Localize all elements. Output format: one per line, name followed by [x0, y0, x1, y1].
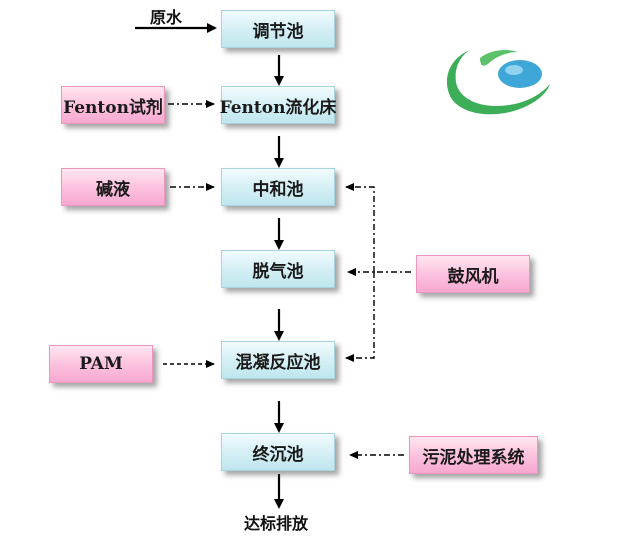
input-blower: 鼓风机 [416, 255, 530, 293]
input-alkali: 碱液 [61, 168, 165, 206]
process-step-regulating-tank: 调节池 [221, 10, 335, 48]
process-step-final-settling-tank: 终沉池 [221, 433, 335, 471]
air-line-neutralization [345, 183, 375, 272]
discharge-label: 达标排放 [244, 514, 309, 533]
input-pam: PAM [49, 345, 153, 383]
input-sludge-system: 污泥处理系统 [409, 436, 538, 474]
company-logo-icon [446, 50, 550, 115]
raw-water-label: 原水 [150, 8, 183, 27]
process-step-degassing-tank: 脱气池 [221, 250, 335, 288]
input-fenton-reagent: Fenton试剂 [61, 86, 165, 124]
process-step-coagulation-tank: 混凝反应池 [221, 341, 335, 379]
process-step-fenton-fluidized-bed: Fenton流化床 [220, 86, 336, 124]
process-step-neutralization-tank: 中和池 [221, 168, 335, 206]
air-line-coagulation [345, 272, 375, 362]
